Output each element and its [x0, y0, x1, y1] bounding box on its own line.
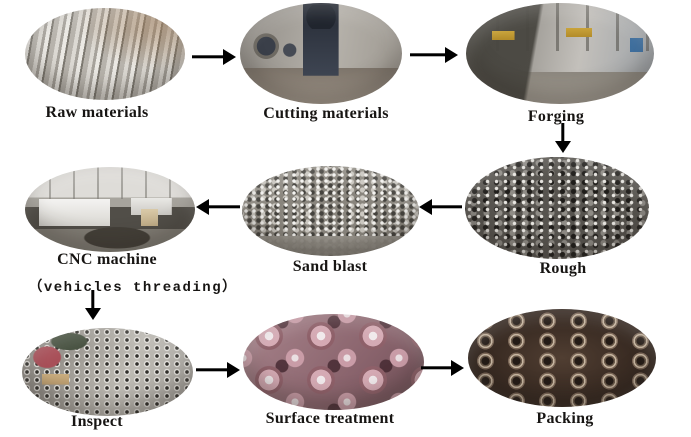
sand-blast-label: Sand blast [292, 258, 368, 275]
arrow-shaft [431, 205, 462, 209]
raw-materials-photo [25, 8, 185, 100]
raw-materials-label: Raw materials [45, 104, 149, 121]
arrow-head [223, 49, 236, 65]
arrow-shaft [410, 53, 446, 57]
arrow-cutting-to-forging-icon [410, 46, 458, 64]
forging-photo [466, 3, 654, 104]
arrow-head [227, 362, 240, 378]
arrow-forging-to-rough-icon [554, 123, 572, 153]
cutting-materials-photo [240, 3, 402, 104]
sand-blast-photo [242, 166, 419, 256]
arrow-head [419, 199, 432, 215]
arrow-shaft [196, 368, 228, 372]
arrow-head [196, 199, 209, 215]
cnc-machine-photo [25, 167, 195, 252]
inspect-label: Inspect [71, 413, 123, 430]
packing-photo [468, 309, 656, 407]
arrow-raw-to-cutting-icon [192, 48, 236, 66]
arrow-cnc-to-inspect-icon [84, 290, 102, 320]
inspect-photo [22, 328, 193, 416]
rough-photo [465, 157, 649, 259]
arrow-shaft [192, 55, 224, 59]
arrow-shaft [208, 205, 240, 209]
arrow-head [451, 360, 464, 376]
arrow-head [85, 308, 101, 320]
arrow-head [445, 47, 458, 63]
arrow-sandblast-to-cnc-icon [196, 198, 240, 216]
forging-label: Forging [527, 108, 585, 125]
surface-treatment-label: Surface treatment [265, 410, 395, 427]
surface-treatment-photo [243, 314, 424, 410]
cnc-machine-sublabel: （vehicles threading） [28, 280, 238, 296]
arrow-inspect-to-surface-icon [196, 361, 240, 379]
rough-label: Rough [539, 260, 587, 277]
cutting-materials-label: Cutting materials [263, 105, 389, 122]
arrow-shaft [91, 290, 95, 309]
arrow-head [555, 141, 571, 153]
arrow-shaft [421, 366, 452, 370]
arrow-surface-to-packing-icon [421, 359, 464, 377]
cnc-machine-label: CNC machine [57, 251, 157, 268]
packing-label: Packing [536, 410, 594, 427]
arrow-rough-to-sandblast-icon [419, 198, 462, 216]
arrow-shaft [561, 123, 565, 142]
